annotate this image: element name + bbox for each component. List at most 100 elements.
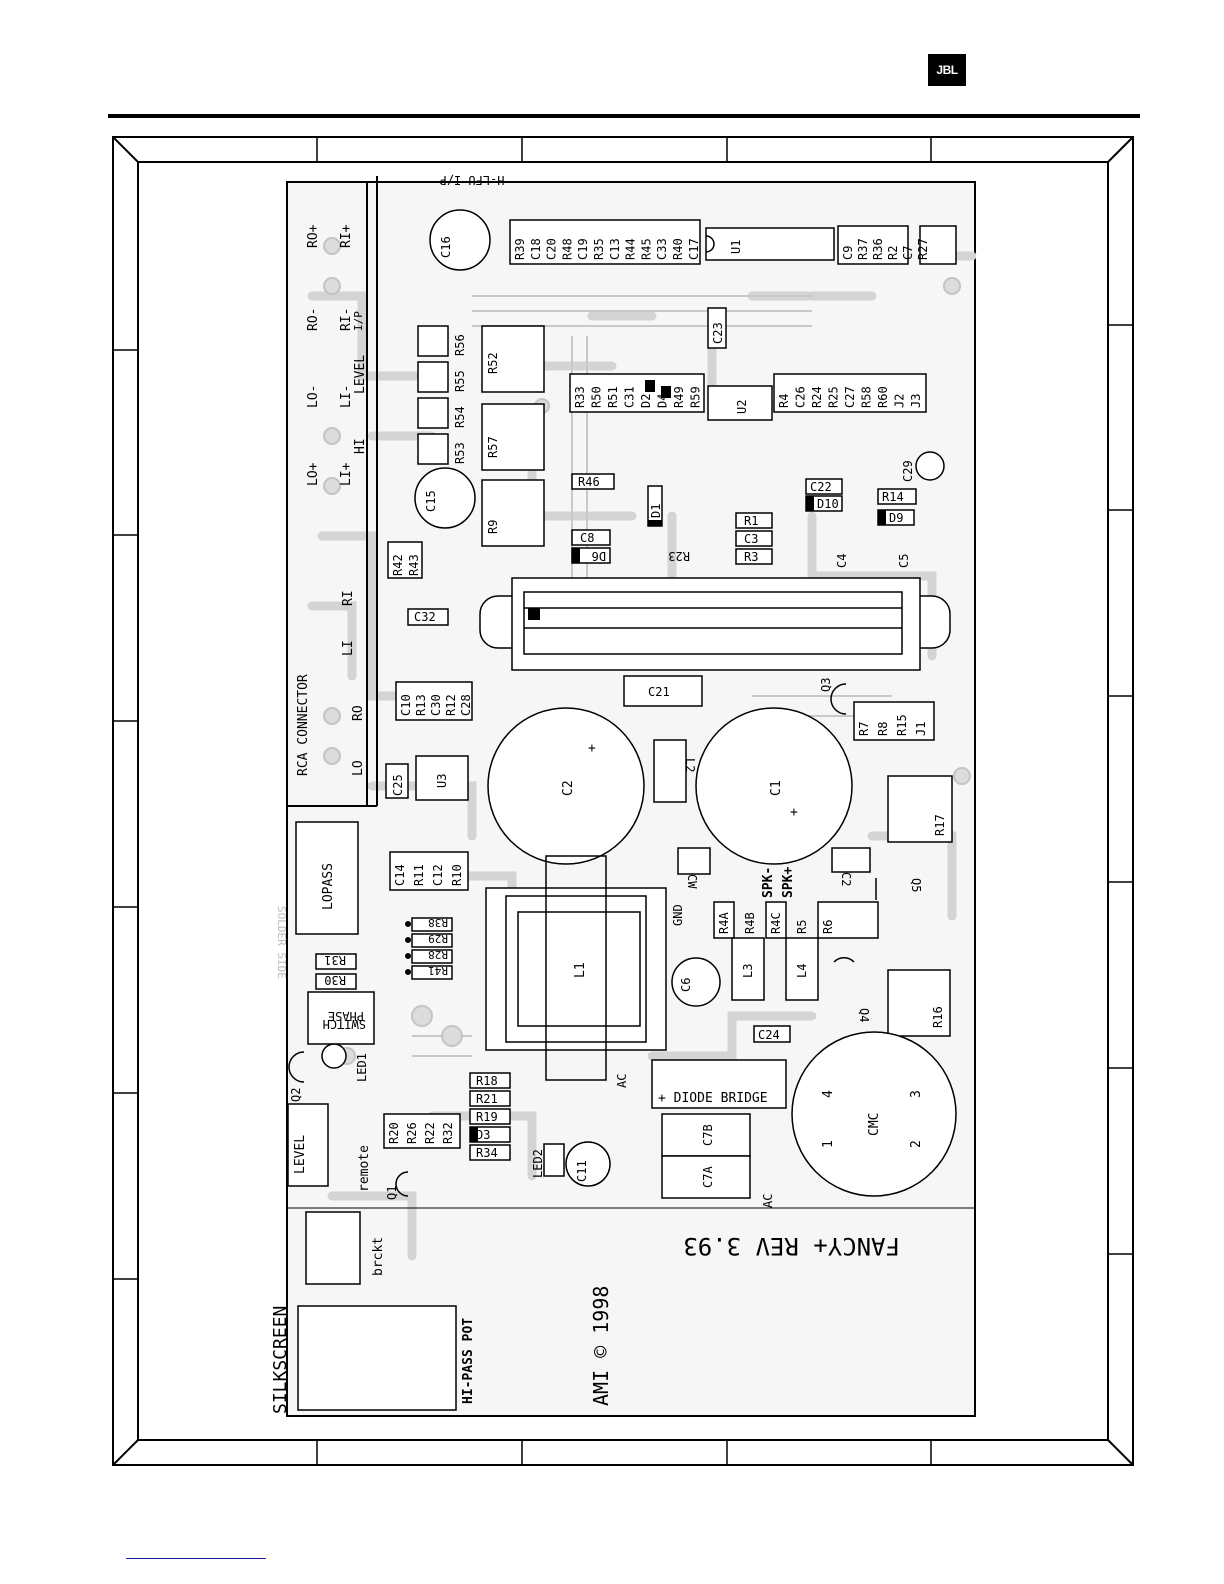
component-label-r49: R49 <box>672 386 686 408</box>
cmc-label: CMC <box>867 1113 882 1136</box>
component-label-r4c: R4C <box>769 912 783 934</box>
component-label-c14: C14 <box>393 864 407 886</box>
c23-label: C23 <box>711 322 725 344</box>
component-label-r58: R58 <box>860 386 874 408</box>
jbl-logo: JBL <box>928 54 966 86</box>
d1-label: D1 <box>649 504 663 518</box>
r16-label: R16 <box>931 1006 945 1028</box>
r55-label: R55 <box>453 370 467 392</box>
io-ip: I/P <box>352 311 365 331</box>
ac-label-2: AC <box>761 1194 775 1208</box>
r52-label: R52 <box>486 352 500 374</box>
component-label-r60: R60 <box>876 386 890 408</box>
u1-chip <box>705 227 835 261</box>
pcb-frame: H-LFU I/P RCA CONNECTOR LO RO LI RI LO+ … <box>112 136 1134 1466</box>
component-label-r5: R5 <box>795 920 809 934</box>
cmc-pin-3: 3 <box>909 1090 924 1098</box>
io-li-minus: LI- <box>339 385 354 408</box>
svg-text:+: + <box>790 805 798 820</box>
cmc-pin-2: 2 <box>909 1140 924 1148</box>
c4-label: C4 <box>835 554 849 568</box>
c6-capacitor <box>671 957 721 1007</box>
c32-label: C32 <box>414 610 436 624</box>
component-label-r33: R33 <box>573 386 587 408</box>
component-label-r4b: R4B <box>743 912 757 934</box>
spk-plus-label: SPK+ <box>781 867 796 898</box>
component-label-r29: R29 <box>428 932 448 945</box>
component-label-r51: R51 <box>606 386 620 408</box>
gnd-label: GND <box>671 904 685 926</box>
hipass-pot-label: HI-PASS POT <box>461 1318 476 1404</box>
c16-label: C16 <box>439 236 453 258</box>
component-label-r13: R13 <box>414 694 428 716</box>
cz-label: C2 <box>839 872 853 886</box>
component-label-r36: R36 <box>871 238 885 260</box>
component-label-r24: R24 <box>810 386 824 408</box>
rca-pin-ri: RI <box>341 590 356 606</box>
io-hi: HI <box>353 438 368 454</box>
component-label-r59: R59 <box>689 386 703 408</box>
level-label: LEVEL <box>293 1135 308 1174</box>
svg-text:+: + <box>588 741 596 756</box>
component-label-c33: C33 <box>655 238 669 260</box>
led1-label: LED1 <box>355 1053 369 1082</box>
solder-side-label: SOLDER SIDE <box>275 906 288 979</box>
l1-label: L1 <box>573 962 588 978</box>
c21-label: C21 <box>648 685 670 699</box>
component-label-r10: R10 <box>450 864 464 886</box>
component-label-c17: C17 <box>687 238 701 260</box>
r56-label: R56 <box>453 334 467 356</box>
u2-label: U2 <box>735 400 749 414</box>
component-label-j2: J2 <box>893 394 907 408</box>
c1-capacitor <box>695 707 853 865</box>
led2-label: LED2 <box>531 1149 545 1178</box>
rca-pin-li: LI <box>341 640 356 656</box>
component-label-j3: J3 <box>909 394 923 408</box>
c11-label: C11 <box>575 1160 589 1182</box>
q4-label: Q4 <box>857 1008 871 1022</box>
component-label-r4: R4 <box>777 394 791 408</box>
board-rev-label: FANCY+ REV 3.93 <box>683 1232 900 1260</box>
r1-label: R1 <box>744 514 758 528</box>
io-lo-minus: LO- <box>306 385 321 408</box>
r31-label: R31 <box>324 953 346 967</box>
component-label-r7: R7 <box>857 722 871 736</box>
c5-label: C5 <box>897 554 911 568</box>
component-label-c28: C28 <box>459 694 473 716</box>
spk-minus-label: SPK- <box>761 867 776 898</box>
lopass-label: LOPASS <box>321 863 336 910</box>
r53-label: R53 <box>453 442 467 464</box>
r42-label: R42 <box>391 554 405 576</box>
component-label-c19: C19 <box>576 238 590 260</box>
component-label-d4: D4 <box>656 394 670 408</box>
c8-label: C8 <box>580 531 594 545</box>
l1-inductor <box>485 855 667 1081</box>
l3-label: L3 <box>741 964 755 978</box>
component-label-r18: R18 <box>476 1074 498 1088</box>
io-ri-minus: RI- <box>339 308 354 331</box>
phase-switch-box <box>307 991 375 1045</box>
rca-pin-lo: LO <box>351 760 366 776</box>
component-label-c18: C18 <box>529 238 543 260</box>
r3-label: R3 <box>744 550 758 564</box>
c7a-label: C7A <box>701 1166 715 1188</box>
d6-label: D6 <box>592 549 606 563</box>
component-label-r25: R25 <box>827 386 841 408</box>
c7b-label: C7B <box>701 1124 715 1146</box>
ac-label-1: AC <box>615 1074 629 1088</box>
c25-label: C25 <box>391 774 405 796</box>
io-ro-minus: RO- <box>306 308 321 331</box>
component-label-c31: C31 <box>623 386 637 408</box>
level-box <box>287 1103 329 1187</box>
c16-capacitor <box>429 209 491 271</box>
q3-label: Q3 <box>819 678 833 692</box>
c24-label: C24 <box>758 1028 780 1042</box>
c1-label: C1 <box>769 780 784 796</box>
component-label-r26: R26 <box>405 1122 419 1144</box>
component-label-r34: R34 <box>476 1146 498 1160</box>
component-label-r44: R44 <box>624 238 638 260</box>
r9-label: R9 <box>486 520 500 534</box>
